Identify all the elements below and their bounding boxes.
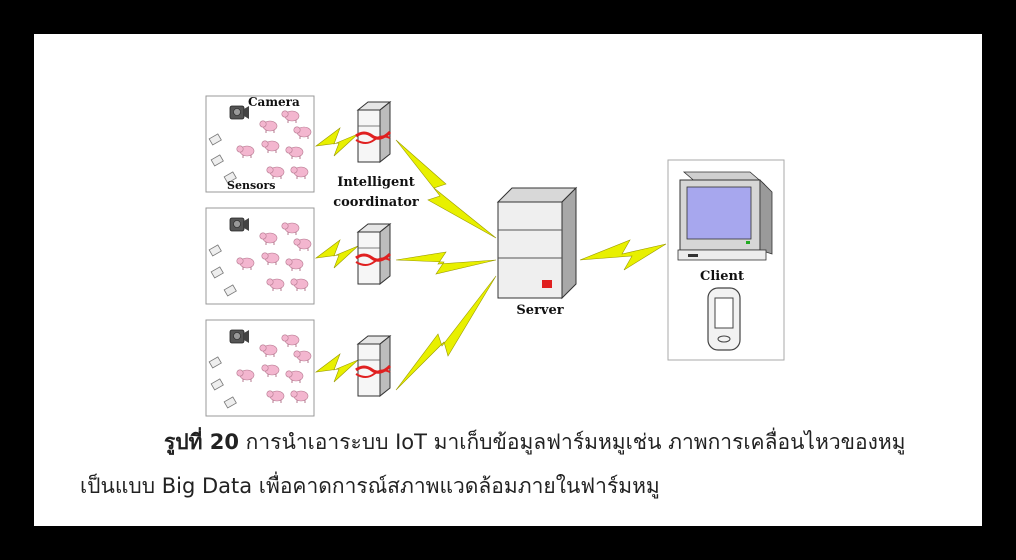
client-panel: Client bbox=[667, 159, 785, 361]
figure-label: รูปที่ 20 bbox=[164, 430, 239, 454]
camera-icon bbox=[229, 105, 250, 120]
lightning-link-icon bbox=[314, 127, 359, 383]
farm-panel-2 bbox=[205, 207, 315, 305]
document-page: Camera Sensors bbox=[34, 34, 982, 526]
camera-label: Camera bbox=[248, 95, 300, 109]
server-label: Server bbox=[516, 303, 563, 318]
sensors-label: Sensors bbox=[227, 179, 275, 192]
caption-line-2: เป็นแบบ Big Data เพื่อคาดการณ์สภาพแวดล้อ… bbox=[80, 474, 660, 498]
coordinator-tower-icon bbox=[354, 334, 392, 398]
server-icon bbox=[496, 186, 578, 300]
farm-panel-3 bbox=[205, 319, 315, 417]
coordinator-tower-icon bbox=[354, 222, 392, 286]
smartphone-icon bbox=[707, 287, 741, 351]
client-label: Client bbox=[700, 269, 744, 284]
caption-line-1: รูปที่ 20 การนำเอาระบบ IoT มาเก็บข้อมูลฟ… bbox=[164, 426, 906, 459]
lightning-link-icon bbox=[579, 239, 667, 271]
monitor-icon bbox=[677, 171, 773, 261]
farm-panel-1: Camera Sensors bbox=[205, 95, 315, 193]
coordinator-tower-icon bbox=[354, 100, 392, 164]
lightning-link-icon bbox=[395, 139, 497, 391]
camera-icon bbox=[229, 217, 250, 232]
camera-icon bbox=[229, 329, 250, 344]
coordinator-label-line1: Intelligent bbox=[337, 175, 414, 190]
iot-farm-diagram: Camera Sensors bbox=[205, 95, 785, 417]
caption-text-1: การนำเอาระบบ IoT มาเก็บข้อมูลฟาร์มหมูเช่… bbox=[239, 430, 906, 454]
coordinator-label-line2: coordinator bbox=[333, 195, 419, 210]
